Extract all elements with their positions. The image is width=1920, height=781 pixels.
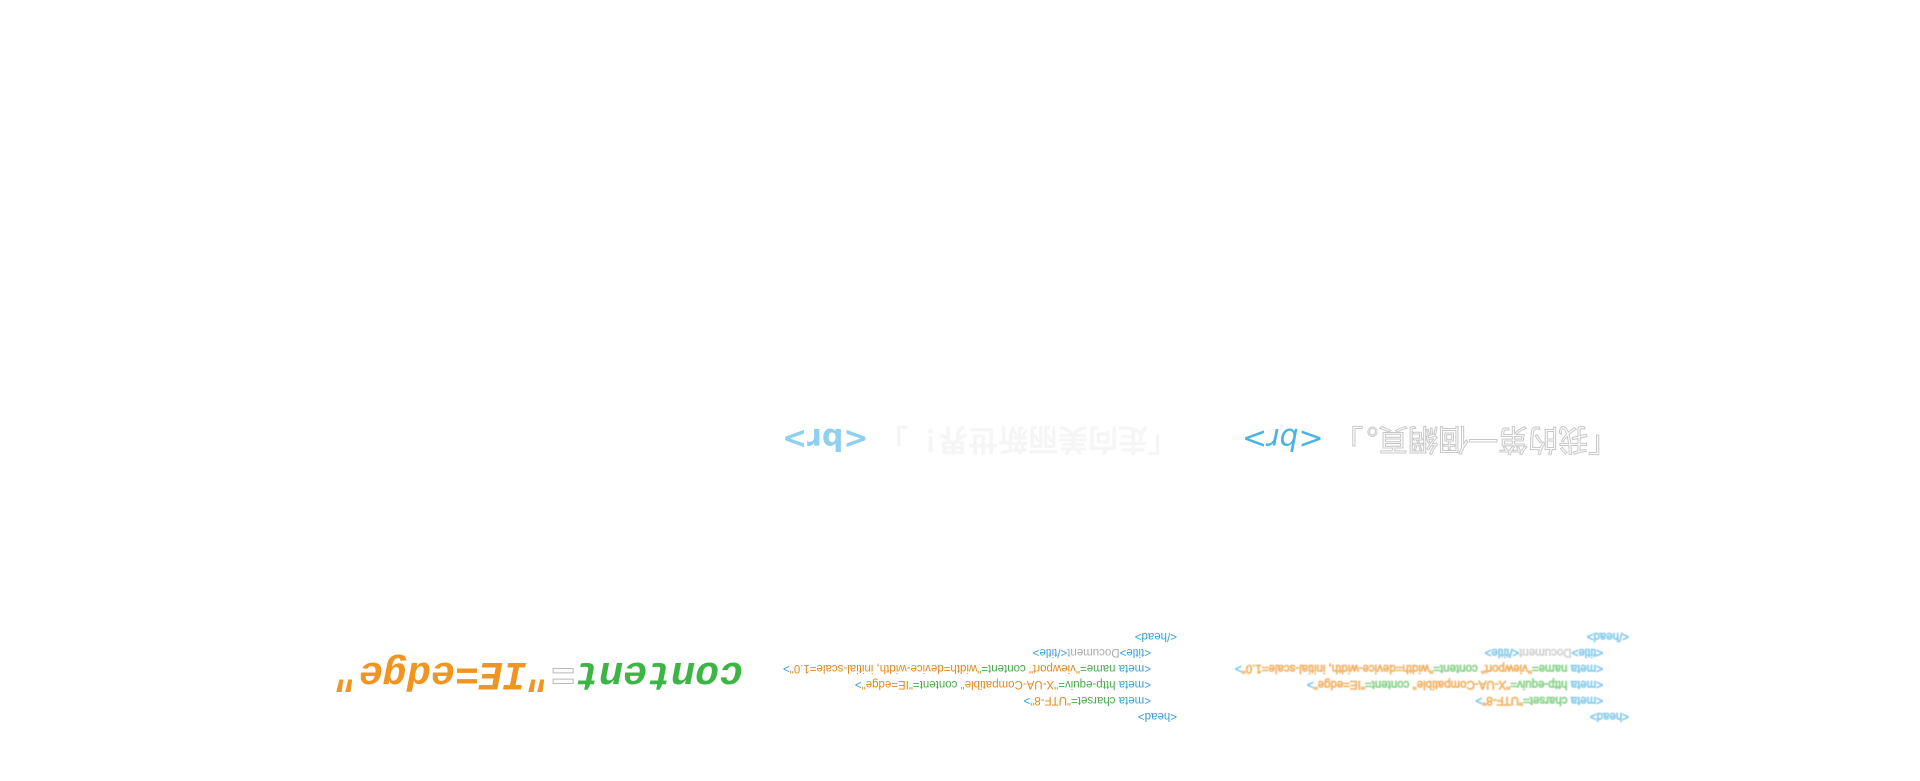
- tag: >: [1235, 662, 1242, 675]
- tag: <meta: [1115, 694, 1151, 706]
- code-line: <head>: [1235, 708, 1630, 724]
- code-line: <meta name="viewport" content="width=dev…: [783, 660, 1177, 676]
- attr: name=: [1531, 662, 1568, 675]
- zoomed-snippet: content="IE=edge": [335, 650, 744, 696]
- attr: charset=: [1071, 694, 1116, 706]
- attr: content=: [912, 678, 958, 690]
- tag: <title>: [1119, 646, 1151, 658]
- tag: <meta: [1567, 678, 1603, 691]
- value: "width=device-width, initial-scale=1.0": [789, 662, 982, 674]
- code-line: <head>: [783, 708, 1177, 724]
- title-text: Document: [1519, 646, 1572, 659]
- value: "UTF-8": [1030, 694, 1072, 706]
- tag: <meta: [1115, 662, 1151, 674]
- value: "IE=edge": [1313, 678, 1365, 691]
- head-close-tag: </head>: [1134, 630, 1177, 642]
- tag: >: [1306, 678, 1314, 691]
- attr: content=: [1364, 678, 1410, 691]
- tag: >: [783, 662, 790, 674]
- tag: <title>: [1571, 646, 1603, 659]
- code-line: <title>Document</title>: [783, 644, 1177, 660]
- tag: >: [854, 678, 862, 690]
- chinese-line-solid: 「走向美丽新世界！」 <br>: [782, 420, 1178, 464]
- tag: <meta: [1567, 662, 1603, 675]
- value: "viewport": [1025, 662, 1080, 674]
- br-tag: <br>: [782, 421, 869, 456]
- value: "width=device-width, initial-scale=1.0": [1241, 662, 1434, 675]
- tag: </title>: [1032, 646, 1068, 658]
- attr: content=: [1433, 662, 1478, 675]
- code-line: <meta charset="UTF-8">: [783, 692, 1177, 708]
- value: "X-UA-Compatible": [1409, 678, 1511, 691]
- br-tag: <br>: [1242, 421, 1324, 456]
- head-open-tag: <head>: [1137, 710, 1177, 722]
- attr: http-equiv=: [1510, 678, 1568, 691]
- code-line: <meta http-equiv="X-UA-Compatible" conte…: [783, 676, 1177, 692]
- code-line: <meta http-equiv="X-UA-Compatible" conte…: [1235, 676, 1629, 692]
- tag: >: [1023, 694, 1031, 706]
- chinese-text: 「走向美丽新世界！」: [878, 421, 1179, 456]
- title-text: Document: [1067, 646, 1120, 658]
- value: "viewport": [1477, 662, 1533, 675]
- head-close-tag: </head>: [1586, 630, 1629, 643]
- equals: =: [551, 650, 576, 696]
- code-block-blurred: <head> <meta charset="UTF-8"> <meta http…: [1235, 628, 1630, 724]
- tag: <meta: [1115, 678, 1151, 690]
- code-line: <meta name="viewport" content="width=dev…: [1235, 660, 1629, 676]
- code-line: <title>Document</title>: [1235, 644, 1629, 660]
- code-line: </head>: [783, 628, 1177, 644]
- attr: http-equiv=: [1058, 678, 1116, 690]
- attr: charset=: [1523, 694, 1568, 707]
- code-line: </head>: [1235, 628, 1629, 644]
- tag: </title>: [1484, 646, 1520, 659]
- code-block-sharp: <head> <meta charset="UTF-8"> <meta http…: [783, 628, 1177, 724]
- code-line: <meta charset="UTF-8">: [1235, 692, 1629, 708]
- tag: <meta: [1567, 694, 1603, 707]
- attr: content=: [981, 662, 1026, 674]
- head-open-tag: <head>: [1589, 710, 1630, 723]
- attr: content: [575, 650, 744, 695]
- chinese-line-outline: 「我的第一個網頁。」 <br>: [1242, 420, 1619, 464]
- value: "IE=edge": [861, 678, 913, 690]
- attr: name=: [1079, 662, 1116, 674]
- tag: >: [1475, 694, 1483, 707]
- value: "UTF-8": [1482, 694, 1524, 707]
- chinese-text: 「我的第一個網頁。」: [1333, 421, 1619, 457]
- value: "IE=edge": [335, 650, 552, 695]
- value: "X-UA-Compatible": [957, 678, 1059, 690]
